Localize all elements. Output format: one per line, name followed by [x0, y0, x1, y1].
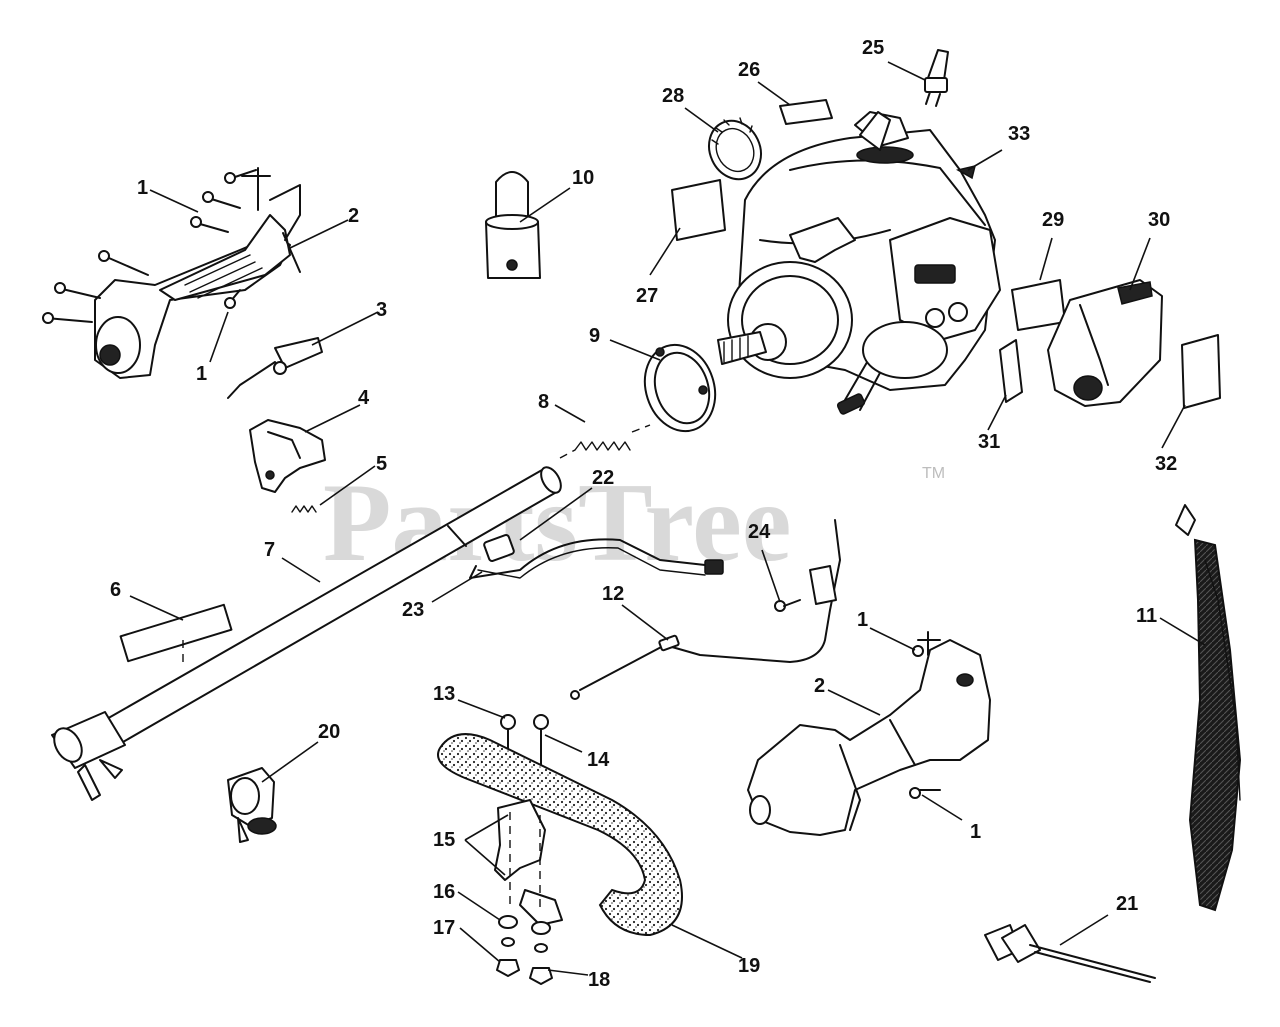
callout-33: 33: [1008, 123, 1030, 145]
air-filter: [1011, 279, 1066, 331]
callout-6: 6: [110, 579, 121, 601]
ground-terminal: [664, 519, 841, 663]
shoulder-strap: [1175, 504, 1242, 912]
callout-25: 25: [862, 37, 884, 59]
callout-8: 8: [538, 391, 549, 413]
screw-set: [42, 169, 257, 324]
leader-lines: [129, 61, 1206, 976]
watermark-trademark: TM: [922, 465, 945, 482]
callout-21: 21: [1116, 893, 1138, 915]
callout-17: 17: [433, 917, 455, 939]
callout-1-lower-top: 1: [857, 609, 868, 631]
handle-clamp: [494, 799, 563, 926]
callout-16: 16: [433, 881, 455, 903]
callout-28: 28: [662, 85, 684, 107]
callout-19: 19: [738, 955, 760, 977]
fuel-cap: [708, 117, 762, 181]
air-filter-cover: [1047, 279, 1163, 407]
switch-housing: [249, 419, 326, 493]
decal-27: [671, 179, 726, 241]
callout-22: 22: [592, 467, 614, 489]
warning-label: [119, 603, 233, 663]
callout-7: 7: [264, 539, 275, 561]
callout-labels: 1 1 1 1 2 2 3 4 5 6 7 8 9 10 11 12 13 14…: [110, 37, 1177, 991]
callout-3: 3: [376, 299, 387, 321]
callout-9: 9: [589, 325, 600, 347]
lower-housing-assembly: [747, 631, 991, 836]
callout-1-upper: 1: [137, 177, 148, 199]
decal-26: [779, 99, 833, 125]
callout-26: 26: [738, 59, 760, 81]
shaft-spring: [574, 441, 631, 451]
callout-24: 24: [748, 521, 771, 543]
callout-1-middle: 1: [196, 363, 207, 385]
washers-and-nuts: [496, 915, 553, 985]
callout-18: 18: [588, 969, 610, 991]
callout-31: 31: [978, 431, 1000, 453]
engine-assembly: [717, 111, 1001, 415]
callout-30: 30: [1148, 209, 1170, 231]
drive-shaft-tube: [51, 466, 562, 801]
upper-housing-assembly: [42, 167, 301, 379]
service-tool: [485, 171, 541, 279]
callout-13: 13: [433, 683, 455, 705]
spring: [291, 505, 317, 513]
callout-4: 4: [358, 387, 370, 409]
callout-14: 14: [587, 749, 610, 771]
throttle-trigger: [227, 337, 323, 399]
spark-plug-wrench: [984, 924, 1156, 983]
callout-10: 10: [572, 167, 594, 189]
callout-12: 12: [602, 583, 624, 605]
small-clamp: [227, 767, 277, 843]
clutch-drum: [643, 343, 717, 433]
callout-29: 29: [1042, 209, 1064, 231]
callout-20: 20: [318, 721, 340, 743]
callout-2-lower: 2: [814, 675, 825, 697]
callout-32: 32: [1155, 453, 1177, 475]
callout-5: 5: [376, 453, 387, 475]
callout-23: 23: [402, 599, 424, 621]
filter-gasket: [999, 339, 1023, 403]
callout-11: 11: [1136, 605, 1157, 627]
foam-handle: [437, 733, 683, 937]
callout-2-upper: 2: [348, 205, 359, 227]
decal-32: [1181, 334, 1221, 409]
stop-wire: [570, 634, 680, 700]
wiring-harness: [469, 534, 724, 579]
callout-27: 27: [636, 285, 658, 307]
spark-plug: [924, 49, 949, 107]
callout-15: 15: [433, 829, 455, 851]
callout-1-lower-bottom: 1: [970, 821, 981, 843]
